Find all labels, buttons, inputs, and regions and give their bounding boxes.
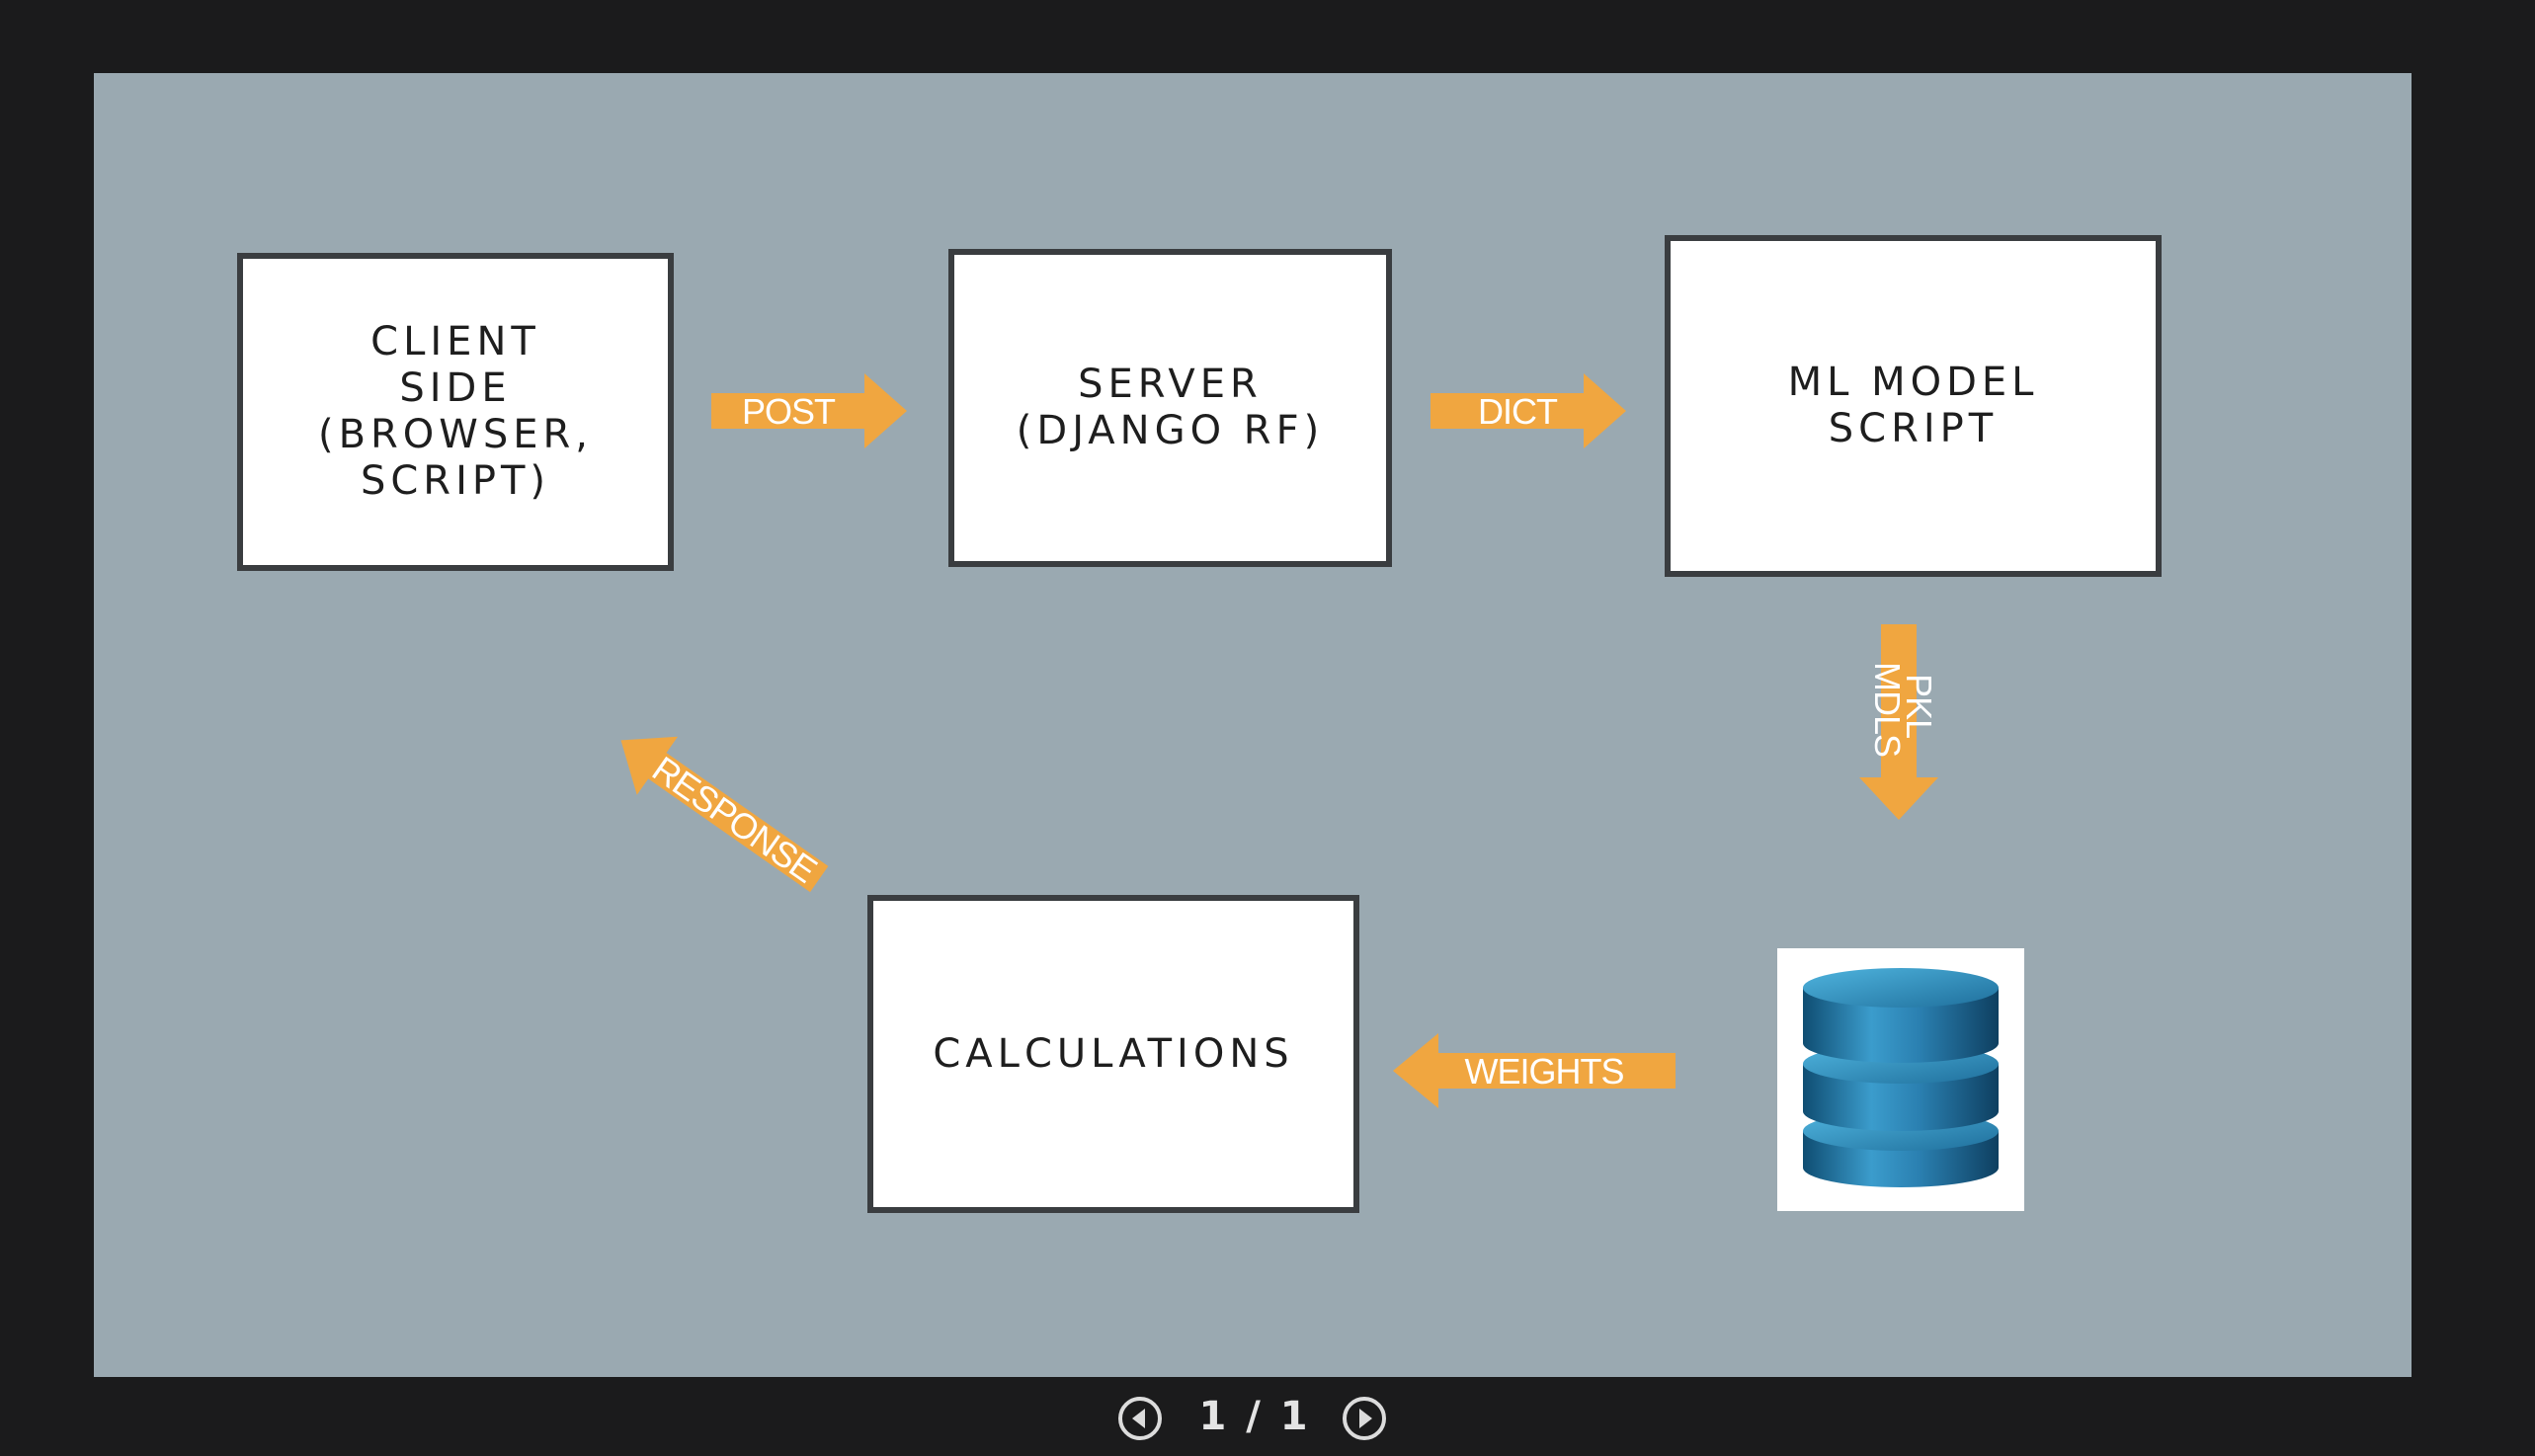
database-card [1777,948,2024,1211]
slide-navigation: 1 / 1 [0,1377,2535,1456]
response-arrow-label: RESPONSE [645,748,824,890]
ml-model-script-label: ML MODEL SCRIPT [1787,360,2039,451]
dict-arrow-label: DICT [1478,391,1558,432]
previous-slide-button[interactable] [1116,1395,1164,1442]
next-slide-button[interactable] [1341,1395,1388,1442]
circle-arrow-right-icon [1343,1397,1386,1440]
calculations-label: CALCULATIONS [933,1030,1294,1077]
response-arrow: RESPONSE [620,736,829,893]
page-indicator: 1 / 1 [1198,1394,1311,1439]
calculations-box: CALCULATIONS [867,895,1359,1213]
post-arrow: POST [711,373,907,448]
slide-canvas: CLIENT SIDE (BROWSER, SCRIPT) SERVER (DJ… [94,73,2412,1377]
server-box: SERVER (DJANGO RF) [948,249,1392,567]
weights-arrow: WEIGHTS [1393,1033,1676,1108]
circle-arrow-left-icon [1118,1397,1162,1440]
server-label: SERVER (DJANGO RF) [1016,362,1325,453]
client-side-label: CLIENT SIDE (BROWSER, SCRIPT) [317,319,594,504]
ml-model-script-box: ML MODEL SCRIPT [1665,235,2162,577]
pkl-arrow-label: PKL [1899,674,1939,738]
client-side-box: CLIENT SIDE (BROWSER, SCRIPT) [237,253,674,571]
database-icon [1803,968,1999,1187]
mdls-arrow-label: MDLS [1867,662,1908,757]
weights-arrow-label: WEIGHTS [1465,1051,1624,1092]
dict-arrow: DICT [1431,373,1626,448]
post-arrow-label: POST [742,391,836,432]
pkl-mdls-arrow: PKL MDLS [1859,624,1939,820]
